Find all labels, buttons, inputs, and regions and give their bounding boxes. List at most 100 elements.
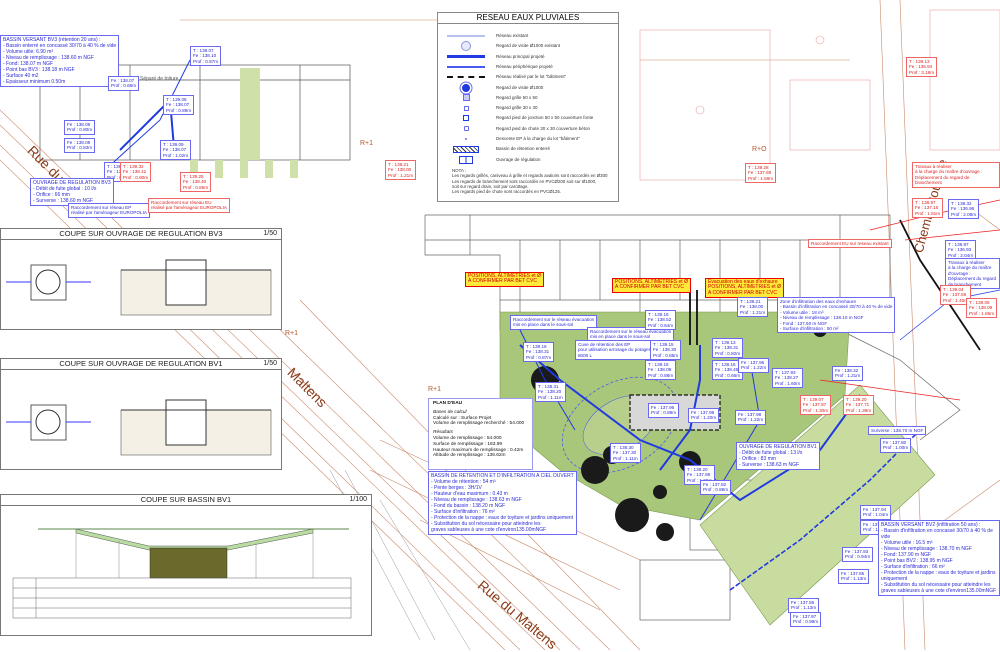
junction-square-icon [463, 115, 469, 122]
small-grate-square-icon [463, 105, 469, 111]
roof-label: Séparé de toiture [140, 76, 179, 82]
network-annotation: T : 138.16 Fe : 138.46 Prof : 0.66m [712, 360, 744, 381]
network-annotation: T : 139.16 Fe : 138.09 Prof : 0.88m [645, 360, 677, 381]
legend-item: Ouvrage de régulation [438, 155, 618, 165]
legend-item-label: Ouvrage de régulation [496, 156, 541, 162]
legend-item: Regard grille 50 x 50 [438, 93, 618, 103]
network-annotation: Fe : 138.32 Prof : 1.21m [832, 366, 864, 381]
plan-eau-title: PLAN D'EAU [433, 401, 463, 406]
floor-label-r1: R+1 [360, 140, 374, 147]
legend-note: NOTA : Les regards grillés, caniveau à g… [452, 168, 608, 195]
legend-item-label: Réseau existant [496, 33, 529, 38]
main-network-line-icon [446, 52, 486, 62]
downpipe-dot-icon [446, 134, 486, 144]
result-line: Hauteur maximum de remplissage : 0.42m [433, 447, 524, 453]
floor-label-r1: R+1 [428, 386, 442, 393]
legend-item-label: Réseau principal projeté [496, 53, 545, 59]
network-annotation: T : 139.32 Fe : 138.42 Prof : 0.90m [120, 162, 152, 183]
network-annotation: T : 139.25 Fe : 138.40 Prof : 0.85m [180, 172, 212, 193]
retention-basin-outline [561, 376, 679, 474]
green-strip-bv2 [699, 384, 936, 626]
network-annotation: T : 139.13 Fe : 138.31 Prof : 0.82m [712, 338, 744, 359]
downpipe-square-icon [446, 124, 486, 134]
legend-item: Réseau réalisé par le lot "bâtiment" [438, 72, 618, 82]
result-line: Surface de remplissage : 183.99 [433, 441, 503, 447]
warning-annotation: POSITIONS, ALTIMETRIES et Ø A CONFIRMER … [465, 272, 544, 287]
legend-item-label: Regard de visite Ø1000 existant [496, 43, 561, 49]
legend-item-label: Réseau périphérique projeté [496, 63, 553, 69]
warning-annotation: Evacuation des eaux d'exhaure POSITIONS,… [705, 278, 784, 299]
existing-manhole-circle-icon [446, 41, 486, 52]
legend-item-label: Regard grille 30 x 30 [496, 105, 538, 111]
network-annotation: T : 138.30 Fe : 137.30 Prof : 1.11m [610, 443, 641, 464]
legend-item: Regard grille 30 x 30 [438, 103, 618, 113]
network-annotation: OUVRAGE DE REGULATION BV1 - Débit de fui… [736, 442, 820, 470]
legend-item: Descente EP à la charge du lot "bâtiment… [438, 134, 618, 144]
network-annotation: T : 137.93 Fe : 138.27 Prof : 1.60m [772, 368, 804, 389]
section-regulation-bv1: COUPE SUR OUVRAGE DE REGULATION BV1 1/50 [0, 358, 282, 470]
network-annotation: Travaux à réaliser à la charge du maître… [912, 162, 1000, 188]
grate-square-icon [462, 94, 470, 102]
network-annotation: Fe : 137.96 Prof : 1.22m [738, 358, 770, 373]
network-annotation: Cuve de rétention des EP pour utilisatio… [575, 340, 654, 361]
grate-square-icon [446, 93, 486, 103]
network-annotation: Fe : 137.86 Prof : 1.13m [788, 598, 820, 613]
existing-network-line-icon [447, 35, 485, 37]
network-annotation: T : 139.04 Fe : 137.59 Prof : 1.40m [940, 285, 972, 306]
legend-item: Réseau principal projeté [438, 52, 618, 62]
network-annotation: T : 139.16 Fe : 138.52 Prof : 0.64m [645, 310, 677, 331]
panel-title: COUPE SUR BASSIN BV1 [140, 495, 232, 504]
panel-title: COUPE SUR OUVRAGE DE REGULATION BV1 [59, 359, 223, 368]
network-annotation: Fe : 138.07 Prof : 0.68m [108, 76, 140, 91]
floor-label-r1: R+1 [285, 330, 299, 337]
network-annotation: Fe : 138.08 Prof : 0.80m [64, 120, 96, 135]
network-annotation: T : 139.20 Fe : 137.71 Prof : 1.39m [843, 395, 875, 416]
network-annotation: Raccordement sur le réseau évacuation mi… [587, 327, 675, 342]
legend-item: Réseau périphérique projeté [438, 62, 618, 72]
network-annotation: T : 139.21 Fe : 138.00 Prof : 1.21m [737, 297, 769, 318]
network-annotation: Fe : 137.80 Prof : 1.00m [880, 438, 912, 453]
network-annotation: Raccordement sur réseau EU réalisé par l… [148, 198, 230, 213]
network-annotation: Fe : 138.08 Prof : 0.83m [64, 138, 96, 153]
result-line: Volume de remplissage : 54.000 [433, 435, 502, 441]
panel-scale: 1/50 [263, 360, 277, 367]
network-annotation: Fe : 137.97 Prof : 0.98m [790, 612, 822, 627]
legend-item: Regard pied de chute 30 x 30 couverture … [438, 124, 618, 134]
network-annotation: Zone d'infiltration des eaux d'exhaure -… [777, 297, 896, 334]
basis-line: Calculé sur : Surface Projet [433, 415, 492, 421]
network-annotation: T : 138.31 Fe : 138.20 Prof : 1.11m [535, 382, 566, 403]
network-annotation: BASSIN VERSANT BV2 (infiltration 50 ans)… [878, 520, 1000, 596]
network-annotation: Fe : 137.85 Prof : 1.13m [838, 569, 870, 584]
network-annotation: T : 139.21 Fe : 138.00 Prof : 1.21m [385, 160, 417, 181]
regulation-box-icon [446, 155, 486, 165]
warning-annotation: POSITIONS, ALTIMETRIES et Ø A CONFIRMER … [612, 278, 691, 293]
legend-item: Réseau existant [438, 31, 618, 41]
network-annotation: Fe : 137.93 Prof : 0.94m [842, 547, 874, 562]
network-annotation: T : 139.09 Fe : 138.07 Prof : 1.02m [160, 140, 192, 161]
basis-line: Volume de remplissage recherché : 54.000 [433, 421, 525, 427]
regulation-bv1-drawing [6, 399, 272, 456]
floor-label-r0: R+O [752, 146, 767, 153]
network-annotation: T : 139.16 Fe : 138.31 Prof : 0.87m [523, 342, 555, 363]
network-annotation: Travaux à réaliser à la charge du maître… [945, 258, 1000, 290]
manhole-circle-icon [446, 83, 486, 93]
legend-item: Regard de visite Ø1000 [438, 83, 618, 93]
legend-item-label: Descente EP à la charge du lot "bâtiment… [496, 136, 580, 141]
network-annotation: T : 139.13 Fe : 135.94 Prof : 3.18m [906, 57, 938, 78]
manhole-circle-icon [462, 83, 470, 92]
network-annotation: BASSIN VERSANT BV3 (rétention 20 ans) : … [0, 35, 120, 87]
network-annotation: Fe : 137.94 Prof : 1.04m [860, 505, 892, 520]
legend-title: RESEAU EAUX PLUVIALES [438, 13, 618, 24]
legend-item: Regard pied de jonction 50 x 50 couvertu… [438, 113, 618, 123]
existing-manhole-circle-icon [461, 41, 471, 52]
network-annotation: T : 139.05 Fe : 138.09 Prof : 1.86m [966, 298, 998, 319]
network-annotation: Raccordement EU sur reseau existant [808, 239, 892, 249]
legend-item-label: Bassin de rétention enterré [496, 146, 551, 152]
network-annotation: T : 138.97 Fe : 137.16 Prof : 1.81m [912, 198, 944, 219]
small-grate-square-icon [446, 103, 486, 113]
results-heading: Résultats [433, 430, 453, 436]
downpipe-square-icon [463, 126, 469, 132]
